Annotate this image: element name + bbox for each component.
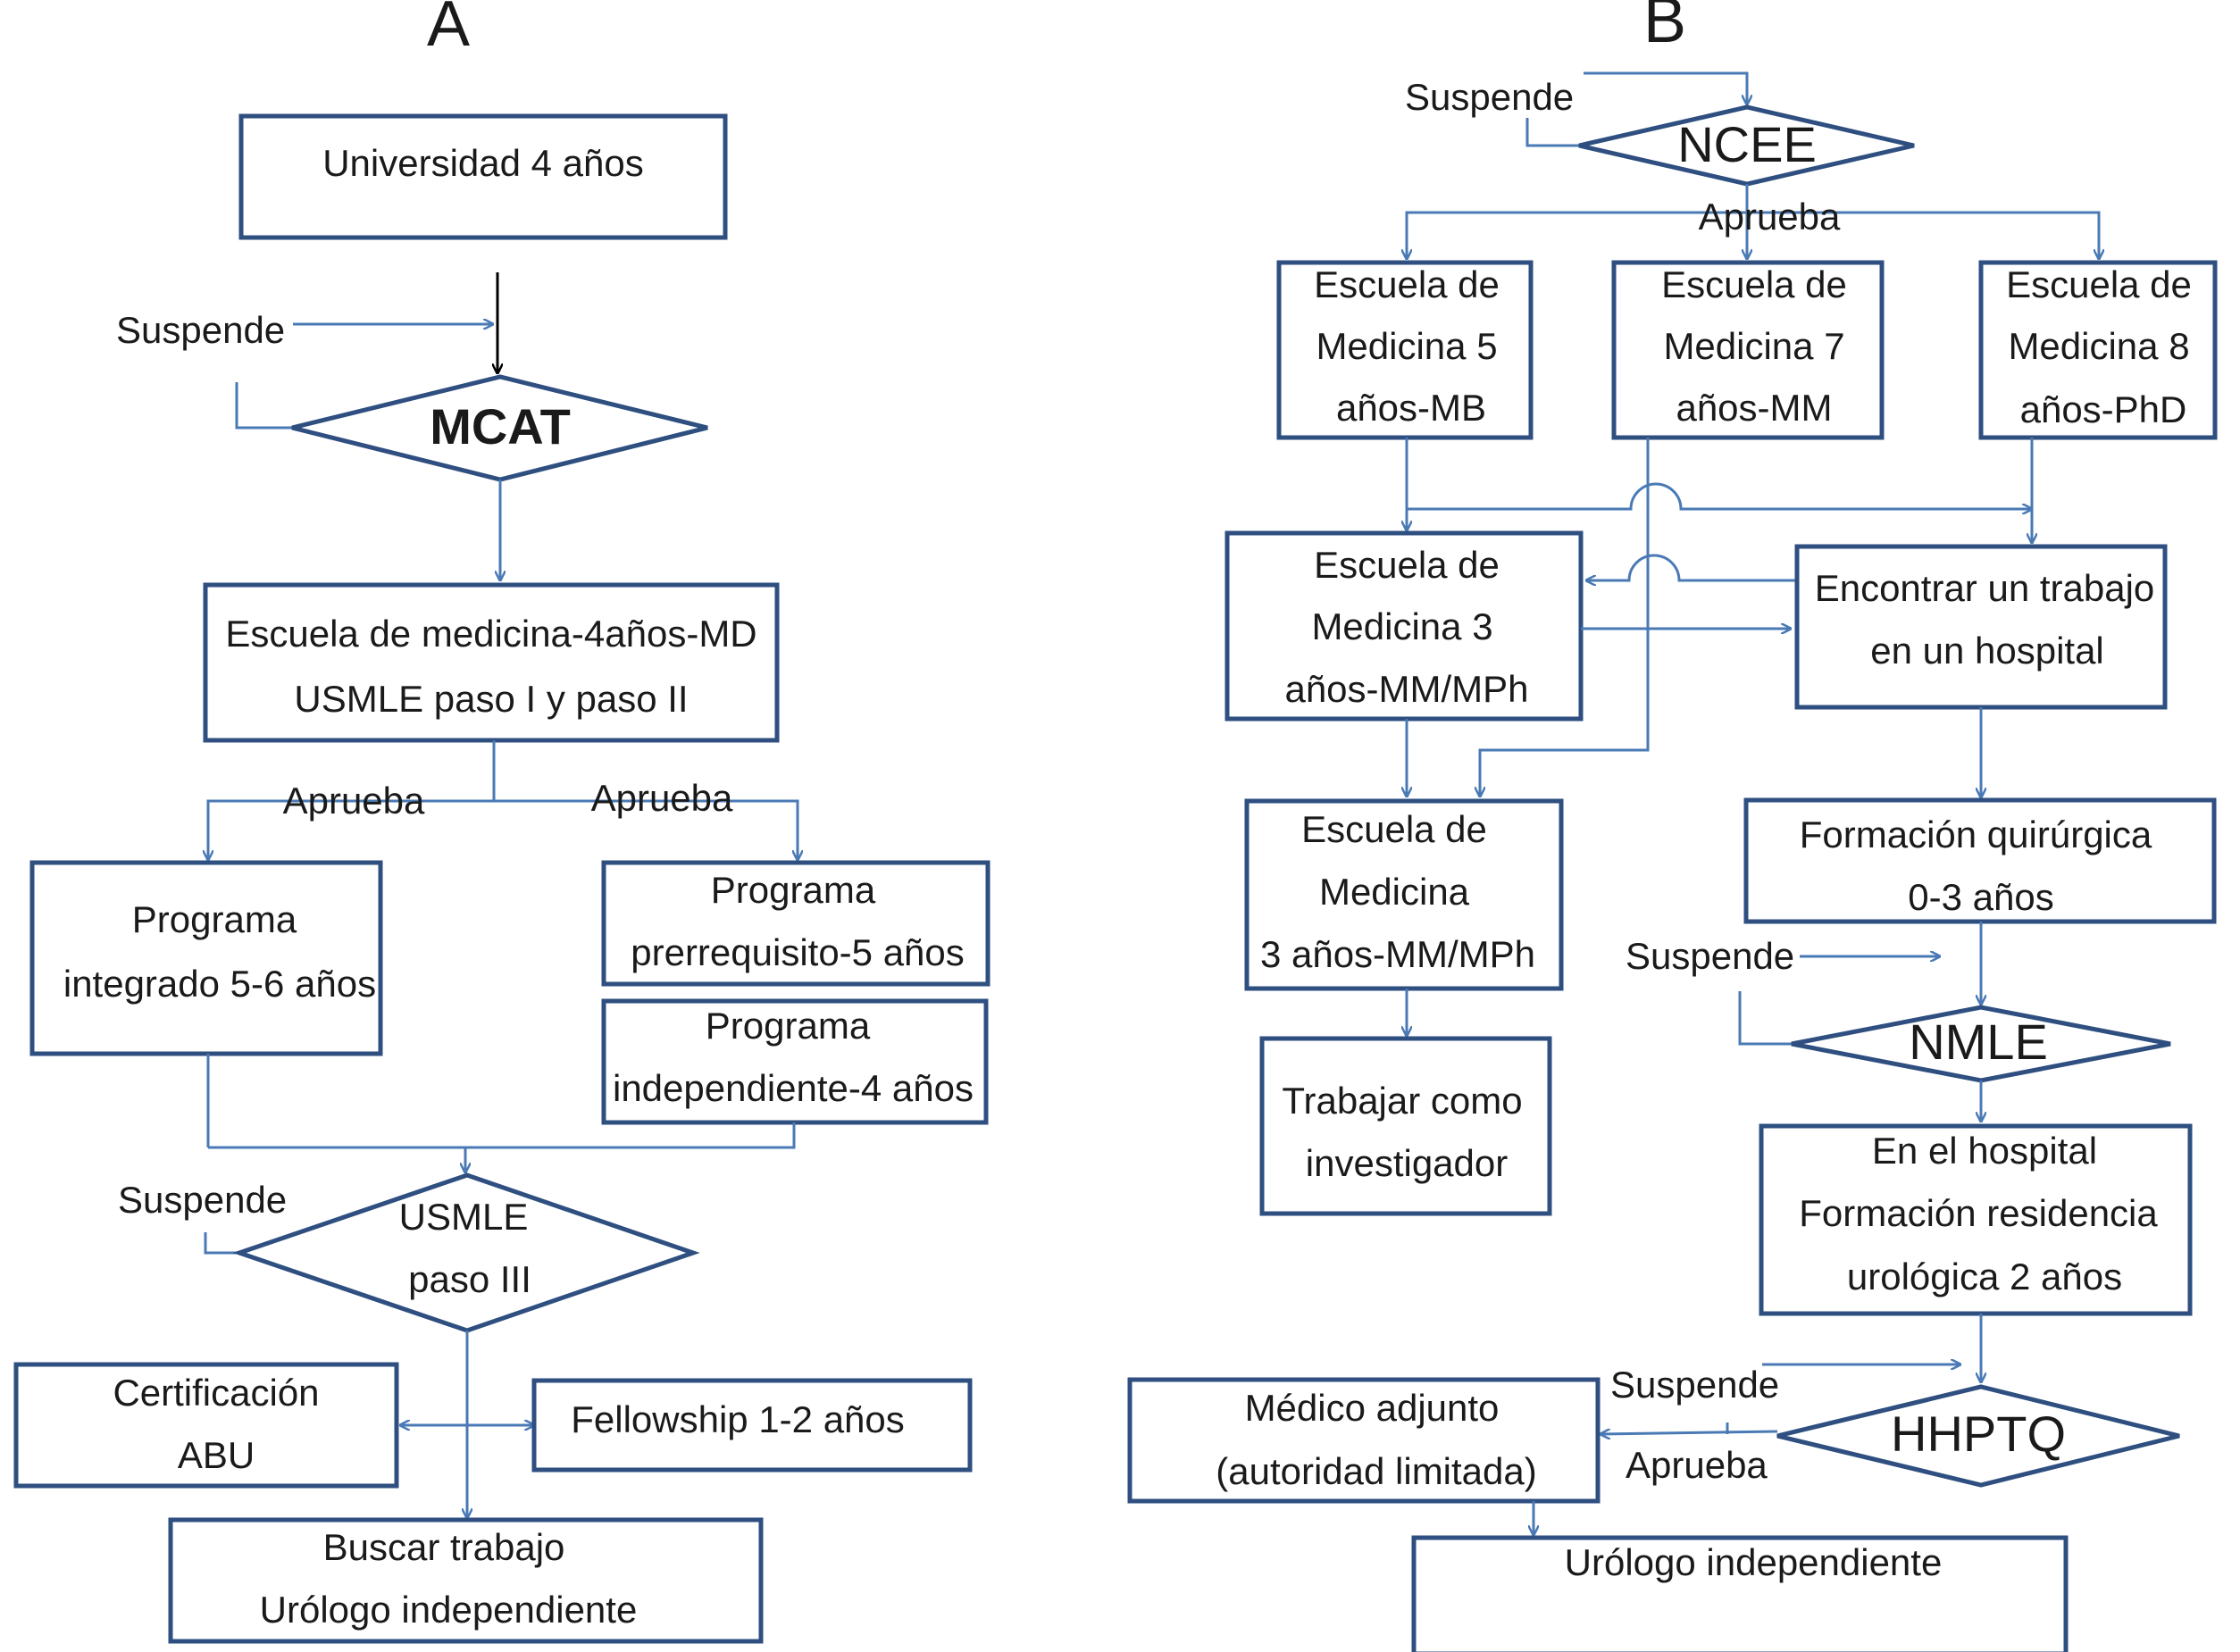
universidad-text: Universidad 4 años bbox=[322, 142, 644, 184]
prerreq-line2: prerrequisito-5 años bbox=[631, 931, 965, 973]
suspende-mcat-label: Suspende bbox=[116, 309, 285, 351]
aprueba-right-label: Aprueba bbox=[591, 777, 733, 819]
escuela-medicina-3a-box: Escuela de Medicina 3 años-MM/MPh bbox=[1224, 530, 1584, 722]
panel-a: A Universidad 4 años Suspende MCAT Escue… bbox=[13, 0, 990, 1644]
connector-nmle-suspende bbox=[1738, 991, 1793, 1046]
em3b-line2: Medicina bbox=[1319, 871, 1470, 913]
escuela-medicina-5-box: Escuela de Medicina 5 años-MB bbox=[1276, 260, 1534, 440]
fellowship-text: Fellowship 1-2 años bbox=[571, 1398, 905, 1440]
cert-line2: ABU bbox=[178, 1434, 255, 1476]
em7-line3: años-MM bbox=[1676, 387, 1832, 429]
em3a-line2: Medicina 3 bbox=[1311, 605, 1492, 647]
nmle-text: NMLE bbox=[1909, 1014, 2048, 1070]
usmle-diamond: USMLE paso III bbox=[232, 1172, 700, 1333]
suspende-nmle-label: Suspende bbox=[1626, 935, 1794, 977]
escuela-medicina-7-box: Escuela de Medicina 7 años-MM bbox=[1611, 260, 1885, 440]
certificacion-box: Certificación ABU bbox=[13, 1362, 399, 1489]
usmle-line2: paso III bbox=[408, 1258, 531, 1300]
adjunto-line1: Médico adjunto bbox=[1245, 1387, 1500, 1429]
urologo-text: Urólogo independiente bbox=[1565, 1541, 1943, 1583]
ncee-text: NCEE bbox=[1677, 116, 1817, 172]
buscar-trabajo-box: Buscar trabajo Urólogo independiente bbox=[168, 1517, 764, 1644]
arrow-trabajo-em3a bbox=[1586, 554, 1797, 580]
hhptq-text: HHPTQ bbox=[1891, 1406, 2066, 1462]
hospital-line1: En el hospital bbox=[1872, 1130, 2097, 1172]
cert-line1: Certificación bbox=[113, 1372, 319, 1414]
urologo-independiente-box: Urólogo independiente bbox=[1411, 1535, 2069, 1652]
em8-line1: Escuela de bbox=[2006, 263, 2192, 305]
encontrar-trabajo-box: Encontrar un trabajo en un hospital bbox=[1794, 544, 2168, 710]
mcat-text: MCAT bbox=[430, 398, 571, 455]
em3b-line3: 3 años-MM/MPh bbox=[1260, 933, 1535, 975]
em5-line1: Escuela de bbox=[1314, 263, 1500, 305]
arrow-suspende-ncee bbox=[1584, 71, 1747, 104]
aprueba-hhptq-label: Aprueba bbox=[1626, 1444, 1768, 1486]
programa-independiente-box: Programa independiente-4 años bbox=[601, 998, 989, 1125]
suspende-usmle-label: Suspende bbox=[118, 1179, 287, 1221]
arrow-to-em5 bbox=[1407, 211, 1747, 259]
universidad-box: Universidad 4 años bbox=[238, 113, 728, 240]
escuela-md-box: Escuela de medicina-4años-MD USMLE paso … bbox=[203, 582, 780, 743]
integrado-line1: Programa bbox=[132, 898, 297, 940]
hospital-line2: Formación residencia bbox=[1799, 1192, 2158, 1234]
aprueba-ncee-label: Aprueba bbox=[1699, 196, 1841, 238]
formacion-line1: Formación quirúrgica bbox=[1800, 813, 2152, 855]
em5-line3: años-MB bbox=[1336, 387, 1486, 429]
trabajo-line1: Encontrar un trabajo bbox=[1815, 567, 2155, 609]
fellowship-box: Fellowship 1-2 años bbox=[531, 1378, 973, 1473]
hospital-residencia-box: En el hospital Formación residencia urol… bbox=[1759, 1123, 2193, 1316]
em7-line1: Escuela de bbox=[1661, 263, 1847, 305]
formacion-quirurgica-box: Formación quirúrgica 0-3 años bbox=[1743, 797, 2217, 924]
connector-ncee-suspende bbox=[1525, 118, 1581, 147]
suspende-ncee-label: Suspende bbox=[1405, 76, 1574, 118]
formacion-line2: 0-3 años bbox=[1908, 876, 2053, 918]
usmle-line1: USMLE bbox=[399, 1196, 529, 1238]
indep-line1: Programa bbox=[706, 1005, 871, 1047]
arrow-hhptq-adjunto bbox=[1601, 1431, 1778, 1434]
arrow-em7-em3b bbox=[1480, 438, 1650, 797]
escuela-md-line2: USMLE paso I y paso II bbox=[294, 678, 688, 720]
em7-line2: Medicina 7 bbox=[1663, 325, 1844, 367]
escuela-md-line1: Escuela de medicina-4años-MD bbox=[225, 613, 756, 655]
prerreq-line1: Programa bbox=[711, 869, 876, 911]
integrado-line2: integrado 5-6 años bbox=[63, 963, 376, 1005]
nmle-diamond: NMLE bbox=[1791, 1005, 2171, 1083]
em3a-line1: Escuela de bbox=[1314, 544, 1500, 586]
mcat-diamond: MCAT bbox=[291, 374, 708, 482]
programa-prerrequisito-box: Programa prerrequisito-5 años bbox=[601, 860, 990, 987]
escuela-medicina-3b-box: Escuela de Medicina 3 años-MM/MPh bbox=[1244, 798, 1564, 991]
trabajo-line2: en un hospital bbox=[1870, 630, 2104, 672]
escuela-medicina-8-box: Escuela de Medicina 8 años-PhD bbox=[1978, 260, 2218, 440]
hhptq-diamond: HHPTQ bbox=[1776, 1384, 2180, 1488]
buscar-line2: Urólogo independiente bbox=[260, 1589, 638, 1631]
programa-integrado-box: Programa integrado 5-6 años bbox=[29, 860, 383, 1056]
arrow-em5-trabajo bbox=[1407, 482, 2032, 509]
aprueba-left-label: Aprueba bbox=[283, 780, 425, 822]
buscar-line1: Buscar trabajo bbox=[323, 1526, 565, 1568]
adjunto-line2: (autoridad limitada) bbox=[1216, 1450, 1537, 1492]
connector-independiente-merge bbox=[208, 1122, 796, 1149]
panel-a-label: A bbox=[427, 0, 470, 60]
connector-usmle-suspende bbox=[204, 1232, 241, 1255]
arrow-to-integrado bbox=[208, 799, 494, 860]
em3b-line1: Escuela de bbox=[1301, 808, 1487, 850]
panel-b: B Suspende NCEE Aprueba Escuela de Medic… bbox=[1127, 0, 2218, 1652]
investigador-line2: investigador bbox=[1306, 1142, 1508, 1184]
connector-mcat-suspende bbox=[235, 382, 295, 430]
arrow-to-em8 bbox=[1747, 211, 2099, 259]
suspende-hhptq-label: Suspende bbox=[1610, 1364, 1779, 1406]
medico-adjunto-box: Médico adjunto (autoridad limitada) bbox=[1127, 1377, 1601, 1504]
em8-line3: años-PhD bbox=[2020, 388, 2187, 430]
arrow-to-prerrequisito bbox=[494, 799, 798, 860]
investigador-line1: Trabajar como bbox=[1282, 1080, 1522, 1122]
indep-line2: independiente-4 años bbox=[613, 1067, 974, 1109]
ncee-diamond: NCEE bbox=[1578, 104, 1915, 187]
hospital-line3: urológica 2 años bbox=[1847, 1256, 2122, 1297]
em5-line2: Medicina 5 bbox=[1316, 325, 1497, 367]
investigador-box: Trabajar como investigador bbox=[1259, 1036, 1552, 1216]
panel-b-label: B bbox=[1643, 0, 1686, 56]
em3a-line3: años-MM/MPh bbox=[1284, 668, 1528, 710]
em8-line2: Medicina 8 bbox=[2008, 325, 2189, 367]
